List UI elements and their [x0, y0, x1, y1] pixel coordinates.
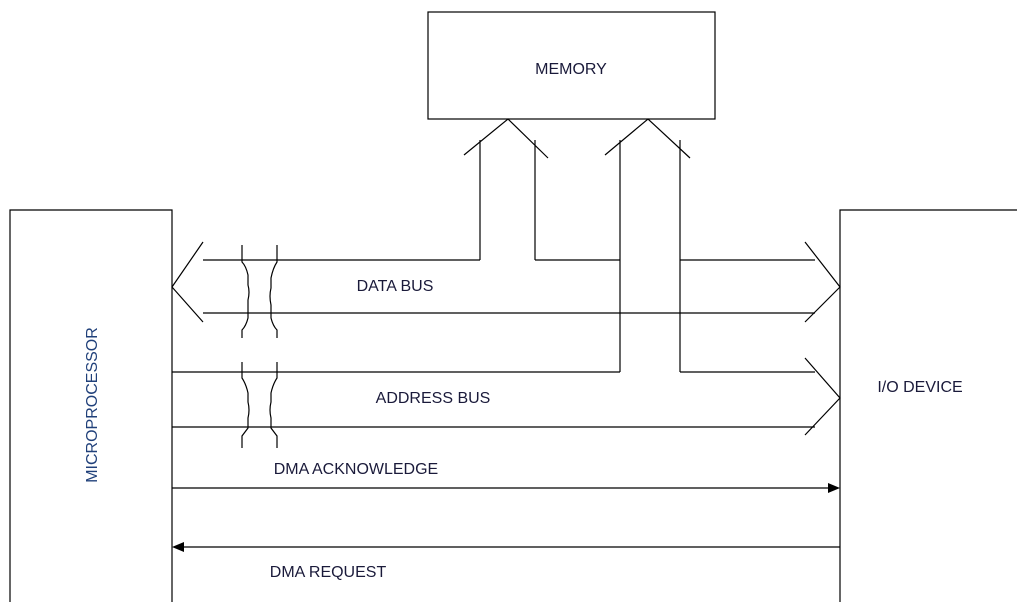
- microprocessor-label: MICROPROCESSOR: [84, 327, 101, 483]
- dma-acknowledge-signal: DMA ACKNOWLEDGE: [172, 461, 840, 493]
- address-bus-arrowhead-right: [804, 357, 841, 436]
- address-bus-label: ADDRESS BUS: [376, 390, 491, 407]
- memory-block: MEMORY: [427, 11, 716, 120]
- memory-address-link: [604, 118, 691, 372]
- dma-request-label: DMA REQUEST: [270, 564, 387, 581]
- data-bus-label: DATA BUS: [357, 278, 434, 295]
- address-bus: ADDRESS BUS: [172, 357, 841, 448]
- data-bus: DATA BUS: [171, 241, 841, 338]
- io-device-block: I/O DEVICE: [839, 209, 1017, 602]
- dma-acknowledge-label: DMA ACKNOWLEDGE: [274, 461, 438, 478]
- dma-acknowledge-arrowhead: [828, 483, 840, 493]
- data-bus-break-right: [269, 245, 278, 338]
- data-bus-arrowhead-right: [804, 241, 841, 323]
- memory-address-arrowhead: [604, 118, 691, 159]
- address-bus-break-right: [269, 362, 278, 448]
- address-bus-break-left: [241, 362, 250, 448]
- data-bus-arrowhead-left: [171, 241, 204, 323]
- memory-label: MEMORY: [535, 61, 607, 78]
- dma-request-signal: DMA REQUEST: [172, 542, 840, 581]
- memory-data-arrowhead: [463, 118, 549, 159]
- memory-data-link: [463, 118, 549, 260]
- microprocessor-block: MICROPROCESSOR: [9, 209, 173, 602]
- io-device-label: I/O DEVICE: [877, 379, 962, 396]
- dma-request-arrowhead: [172, 542, 184, 552]
- data-bus-break-left: [241, 245, 250, 338]
